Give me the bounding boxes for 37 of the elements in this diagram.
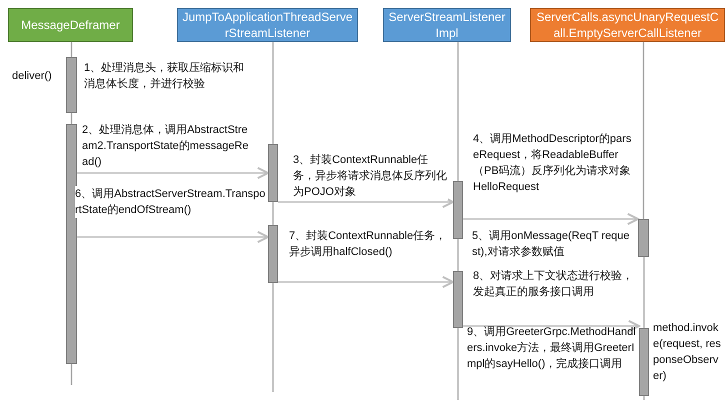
method-label: method.invoke(request, responseObserver) [653, 321, 721, 384]
note-text: 1、处理消息头，获取压缩标识和消息体长度，并进行校验 [84, 60, 246, 92]
lifeline [70, 42, 72, 57]
arrow [463, 320, 640, 332]
lifeline [272, 42, 274, 144]
arrow [278, 276, 454, 288]
participant-box: JumpToApplicationThreadServerStreamListener [177, 8, 358, 42]
edge-label: 4、调用MethodDescriptor的parseRequest，将ReadableBuffer（PB码流）反序列化为请求对象HelloRequest [473, 131, 633, 195]
lifeline [272, 202, 274, 225]
participant-box: ServerStreamListenerImpl [383, 8, 511, 42]
lifeline [457, 239, 459, 271]
activation-bar [453, 271, 463, 328]
participant-box: ServerCalls.asyncUnaryRequestCall.EmptyServerCallListener [530, 8, 725, 42]
lifeline [642, 42, 644, 219]
note-text: 5、调用onMessage(ReqT request),对请求参数赋值 [472, 229, 631, 260]
arrow [77, 166, 269, 180]
lifeline [70, 113, 72, 124]
edge-label: 2、处理消息体，调用AbstractStream2.TransportState的messageRead() [82, 122, 250, 170]
deliver-label: deliver() [12, 69, 53, 84]
lifeline [70, 364, 72, 385]
participant-box: MessageDeframer [8, 8, 133, 42]
lifeline [457, 42, 459, 181]
edge-label: 6、调用AbstractServerStream.TransportState的endOfStream() [75, 186, 267, 218]
activation-bar [66, 57, 77, 113]
activation-bar [268, 144, 278, 202]
activation-bar [639, 328, 649, 396]
activation-bar [453, 181, 463, 239]
activation-bar [638, 219, 649, 257]
arrow [77, 230, 269, 244]
arrow [463, 212, 639, 226]
activation-bar [66, 124, 77, 364]
note-text: 9、调用GreeterGrpc.MethodHandlers.invoke方法，最终调用GreeterImpl的sayHello()，完成接口调用 [467, 325, 637, 372]
activation-bar [268, 225, 278, 283]
lifeline [457, 328, 459, 400]
lifeline [272, 283, 274, 392]
lifeline [643, 257, 645, 328]
edge-label: 3、封装ContextRunnable任务，异步将请求消息体反序列化为POJO对象 [293, 152, 448, 200]
